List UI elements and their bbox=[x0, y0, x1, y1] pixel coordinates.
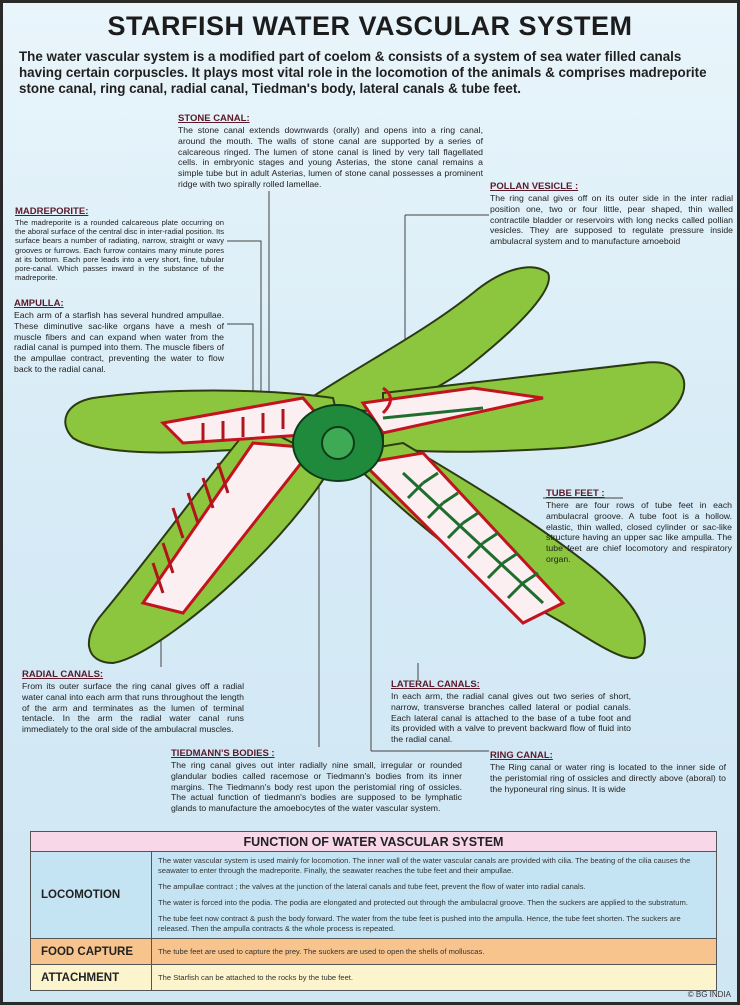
stone-canal-text: The stone canal extends downwards (orall… bbox=[178, 125, 483, 189]
ring-canal-heading: RING CANAL: bbox=[490, 750, 553, 761]
radial-canals-heading: RADIAL CANALS: bbox=[22, 669, 104, 680]
locomotion-para-3: The water is forced into the podia. The … bbox=[158, 898, 688, 907]
tube-feet-rows bbox=[151, 409, 285, 594]
radial-canals-label: RADIAL CANALS: From its outer surface th… bbox=[22, 669, 244, 735]
function-table-header: FUNCTION OF WATER VASCULAR SYSTEM bbox=[30, 831, 717, 852]
row-text: The water vascular system is used mainly… bbox=[151, 851, 717, 939]
lateral-canals-text: In each arm, the radial canal gives out … bbox=[391, 691, 631, 745]
radial-canals-text: From its outer surface the ring canal gi… bbox=[22, 681, 244, 735]
pollan-vesicle-text: The ring canal gives off on its outer si… bbox=[490, 193, 733, 247]
madreporite-text: The madreporite is a rounded calcareous … bbox=[15, 218, 224, 283]
locomotion-para-4: The tube feet now contract & push the bo… bbox=[158, 914, 681, 933]
ring-canal-label: RING CANAL: The Ring canal or water ring… bbox=[490, 750, 726, 794]
locomotion-para-2: The ampullae contract ; the valves at th… bbox=[158, 882, 586, 891]
stone-canal-label: STONE CANAL: The stone canal extends dow… bbox=[178, 113, 483, 190]
ampulla-label: AMPULLA: Each arm of a starfish has seve… bbox=[14, 298, 224, 375]
table-row-food-capture: FOOD CAPTURE The tube feet are used to c… bbox=[30, 938, 717, 965]
intro-text: The water vascular system is a modified … bbox=[19, 49, 707, 96]
table-row-locomotion: LOCOMOTION The water vascular system is … bbox=[30, 851, 717, 939]
arm-upper-right bbox=[300, 266, 550, 415]
ring-canal-text: The Ring canal or water ring is located … bbox=[490, 762, 726, 794]
lateral-canals-label: LATERAL CANALS: In each arm, the radial … bbox=[391, 679, 631, 745]
pollan-vesicle-label: POLLAN VESICLE : The ring canal gives of… bbox=[490, 181, 733, 247]
ampulla-heading: AMPULLA: bbox=[14, 298, 64, 309]
copyright: © BG INDIA bbox=[687, 990, 731, 999]
page-title: STARFISH WATER VASCULAR SYSTEM bbox=[107, 11, 633, 41]
lateral-canals bbox=[382, 406, 545, 605]
arm-right bbox=[382, 361, 686, 453]
madreporite-label: MADREPORITE: The madreporite is a rounde… bbox=[15, 206, 224, 282]
tube-feet-heading: TUBE FEET : bbox=[546, 488, 605, 499]
madreporite-heading: MADREPORITE: bbox=[15, 206, 89, 217]
row-text: The Starfish can be attached to the rock… bbox=[151, 964, 717, 991]
row-label: ATTACHMENT bbox=[30, 964, 152, 991]
table-row-attachment: ATTACHMENT The Starfish can be attached … bbox=[30, 964, 717, 991]
lateral-canals-heading: LATERAL CANALS: bbox=[391, 679, 480, 690]
ampulla-text: Each arm of a starfish has several hundr… bbox=[14, 310, 224, 374]
tiedmanns-bodies-label: TIEDMANN'S BODIES : The ring canal gives… bbox=[171, 748, 462, 814]
tube-feet-text: There are four rows of tube feet in each… bbox=[546, 500, 732, 564]
central-disc bbox=[292, 386, 392, 482]
pollan-vesicle-heading: POLLAN VESICLE : bbox=[490, 181, 579, 192]
tube-feet-label: TUBE FEET : There are four rows of tube … bbox=[546, 488, 732, 565]
row-label: FOOD CAPTURE bbox=[30, 938, 152, 965]
row-label: LOCOMOTION bbox=[30, 851, 152, 939]
locomotion-para-1: The water vascular system is used mainly… bbox=[158, 856, 691, 875]
tiedmanns-bodies-text: The ring canal gives out inter radially … bbox=[171, 760, 462, 814]
tiedmanns-bodies-heading: TIEDMANN'S BODIES : bbox=[171, 748, 275, 759]
starfish-illustration bbox=[64, 191, 686, 752]
row-text: The tube feet are used to capture the pr… bbox=[151, 938, 717, 965]
function-table: FUNCTION OF WATER VASCULAR SYSTEM LOCOMO… bbox=[30, 831, 717, 991]
stone-canal-heading: STONE CANAL: bbox=[178, 113, 250, 124]
